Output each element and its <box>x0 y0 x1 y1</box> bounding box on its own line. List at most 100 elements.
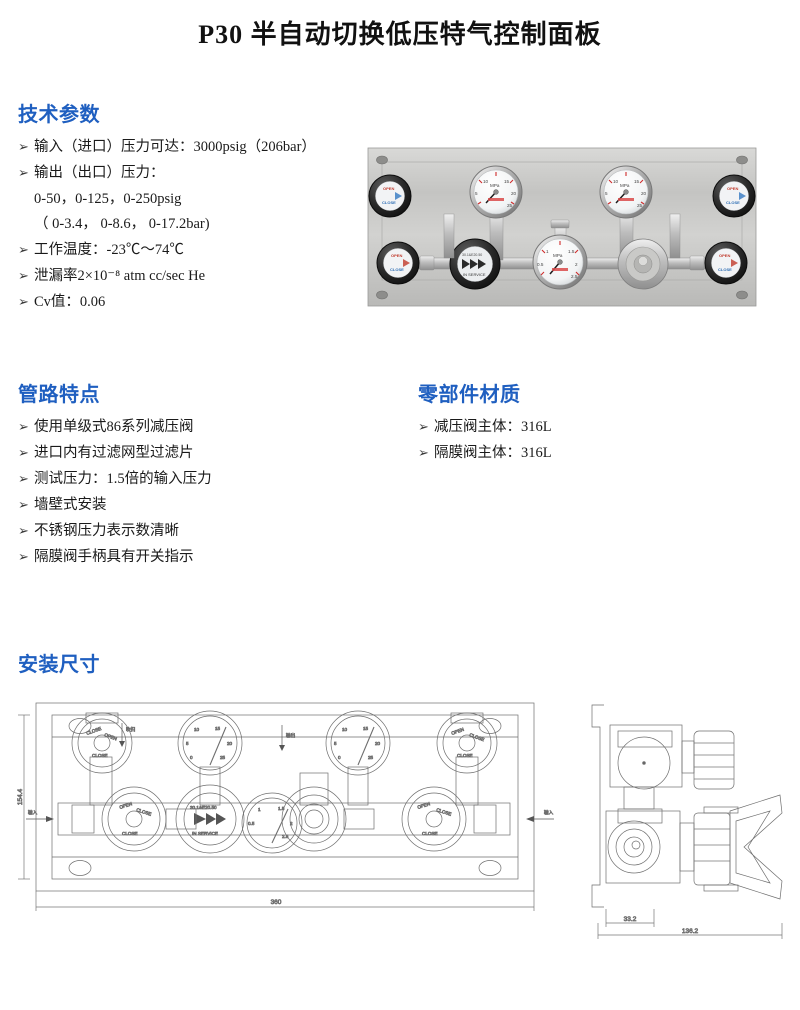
front-view-gauge-top-right: 10 15 5 20 25 0 <box>325 710 391 776</box>
bullet-arrow-icon: ➢ <box>18 241 29 257</box>
list-item: ➢ 测试压力：1.5倍的输入压力 <box>18 470 398 487</box>
material-text: 隔膜阀主体：316L <box>434 444 552 461</box>
svg-text:CLOSE: CLOSE <box>92 753 108 758</box>
svg-text:CLOSE: CLOSE <box>86 726 102 736</box>
front-view-diaphragm-valve <box>281 772 347 852</box>
pipeline-features-list: ➢ 使用单级式86系列减压阀 ➢ 进口内有过滤网型过滤片 ➢ 测试压力：1.5倍… <box>18 419 398 565</box>
front-view-gauge-top-left: 10 15 5 20 25 0 <box>177 710 243 776</box>
svg-text:CLOSE: CLOSE <box>382 200 396 205</box>
product-photo: 10 15 5 20 25 MPa <box>362 140 762 315</box>
svg-text:1.5: 1.5 <box>278 806 285 811</box>
technical-parameters-list-continued: ➢ 工作温度：-23℃～74℃ ➢ 泄漏率2×10⁻⁸ atm cc/sec H… <box>18 241 368 310</box>
inlet-label-right: 输入 <box>544 809 554 816</box>
svg-text:30.1&E20.50: 30.1&E20.50 <box>462 253 482 257</box>
side-view-offset-dimension: 33.2 <box>624 916 637 923</box>
bullet-arrow-icon: ➢ <box>18 522 29 538</box>
spec-text: 泄漏率2×10⁻⁸ atm cc/sec He <box>34 267 206 284</box>
list-item: ➢ Cv值：0.06 <box>18 293 368 310</box>
svg-text:10: 10 <box>194 727 200 732</box>
material-text: 减压阀主体：316L <box>434 419 552 435</box>
svg-text:30.1&E20.50: 30.1&E20.50 <box>190 805 217 810</box>
feature-text: 进口内有过滤网型过滤片 <box>34 444 194 461</box>
pipeline-features-heading: 管路特点 <box>18 384 100 406</box>
svg-text:2: 2 <box>575 262 578 267</box>
valve-handwheel-bottom-left: OPEN CLOSE <box>376 241 420 285</box>
front-view-valve-top-left: CLOSE OPEN CLOSE <box>71 712 133 774</box>
installation-dimensions-heading: 安装尺寸 <box>18 654 100 676</box>
svg-text:CLOSE: CLOSE <box>136 807 152 817</box>
bullet-arrow-icon: ➢ <box>18 496 29 512</box>
front-view-in-service-selector: 30.1&E20.50 IN SERVICE <box>175 784 245 854</box>
front-view-width-dimension: 360 <box>271 899 282 906</box>
front-view-height-dimension: 154.4 <box>17 788 24 805</box>
svg-text:20: 20 <box>227 741 233 746</box>
svg-text:25: 25 <box>507 203 513 208</box>
svg-text:5: 5 <box>605 191 608 196</box>
svg-text:10: 10 <box>483 179 489 184</box>
front-view-drawing: CLOSE OPEN CLOSE OPEN CLOSE CLOSE <box>17 702 554 911</box>
svg-text:25: 25 <box>368 755 374 760</box>
svg-text:1: 1 <box>546 249 549 254</box>
svg-text:CLOSE: CLOSE <box>390 267 404 272</box>
svg-text:OPEN: OPEN <box>719 253 730 258</box>
front-view-valve-top-right: OPEN CLOSE CLOSE <box>436 712 498 774</box>
side-view-drawing: 33.2 136.2 <box>591 704 783 939</box>
svg-text:5: 5 <box>475 191 478 196</box>
component-materials-heading: 零部件材质 <box>418 384 521 406</box>
svg-text:IN SERVICE: IN SERVICE <box>192 831 218 836</box>
svg-text:2.5: 2.5 <box>282 834 289 839</box>
bullet-arrow-icon: ➢ <box>18 419 29 434</box>
svg-text:1: 1 <box>258 807 261 812</box>
list-item: ➢ 输出（出口）压力： <box>18 164 368 181</box>
front-view-gauge-center: 1 1.5 0.5 2 2.5 <box>241 792 303 854</box>
pressure-gauge-top-right: 10 15 5 20 25 MPa <box>599 165 653 219</box>
svg-text:10: 10 <box>613 179 619 184</box>
svg-text:CLOSE: CLOSE <box>469 732 485 742</box>
front-view-valve-bottom-left: OPEN CLOSE CLOSE <box>101 786 167 852</box>
svg-text:1.5: 1.5 <box>568 249 575 254</box>
svg-text:CLOSE: CLOSE <box>122 831 138 836</box>
bullet-arrow-icon: ➢ <box>18 164 29 180</box>
svg-text:15: 15 <box>363 726 369 731</box>
list-item: ➢ 使用单级式86系列减压阀 <box>18 419 398 435</box>
svg-text:OPEN: OPEN <box>383 186 394 191</box>
svg-text:15: 15 <box>504 179 510 184</box>
front-view-valve-bottom-right: OPEN CLOSE CLOSE <box>401 786 467 852</box>
svg-text:CLOSE: CLOSE <box>718 267 732 272</box>
bullet-arrow-icon: ➢ <box>18 267 29 283</box>
list-item: ➢ 输入（进口）压力可达：3000psig（206bar） <box>18 139 368 155</box>
svg-text:2.5: 2.5 <box>571 274 578 279</box>
svg-text:IN SERVICE: IN SERVICE <box>463 272 486 277</box>
purge-label-left: 吹扫 <box>126 726 136 733</box>
svg-text:OPEN: OPEN <box>391 253 402 258</box>
svg-text:20: 20 <box>641 191 647 196</box>
technical-parameters-list: ➢ 输入（进口）压力可达：3000psig（206bar） ➢ 输出（出口）压力… <box>18 139 368 181</box>
list-item: ➢ 进口内有过滤网型过滤片 <box>18 444 398 461</box>
feature-text: 隔膜阀手柄具有开关指示 <box>34 548 194 565</box>
pressure-gauge-center: 1 1.5 0.5 2 2.5 MPa <box>532 234 588 290</box>
component-materials-list: ➢ 减压阀主体：316L ➢ 隔膜阀主体：316L <box>418 419 748 461</box>
svg-text:OPEN: OPEN <box>727 186 738 191</box>
svg-text:OPEN: OPEN <box>451 727 465 736</box>
svg-text:MPa: MPa <box>553 253 563 258</box>
technical-parameters-heading: 技术参数 <box>18 104 100 126</box>
list-item: ➢ 减压阀主体：316L <box>418 419 748 435</box>
spec-subline: 0-50，0-125，0-250psig <box>34 190 182 207</box>
valve-handwheel-bottom-right: OPEN CLOSE <box>704 241 748 285</box>
svg-text:OPEN: OPEN <box>119 801 133 810</box>
svg-text:25: 25 <box>220 755 226 760</box>
spec-text: Cv值：0.06 <box>34 293 106 310</box>
svg-text:5: 5 <box>186 741 189 746</box>
bullet-arrow-icon: ➢ <box>18 444 29 460</box>
list-item: ➢ 工作温度：-23℃～74℃ <box>18 241 368 258</box>
svg-text:CLOSE: CLOSE <box>422 831 438 836</box>
svg-text:2: 2 <box>290 821 293 826</box>
list-item: ➢ 隔膜阀手柄具有开关指示 <box>18 548 398 565</box>
feature-text: 墙壁式安装 <box>34 496 107 513</box>
svg-text:10: 10 <box>342 727 348 732</box>
feature-text: 测试压力：1.5倍的输入压力 <box>34 470 212 487</box>
component-materials-section: 零部件材质 ➢ 减压阀主体：316L ➢ 隔膜阀主体：316L <box>418 378 748 472</box>
bullet-arrow-icon: ➢ <box>418 444 429 460</box>
valve-handwheel-top-right: OPEN CLOSE <box>712 174 756 218</box>
